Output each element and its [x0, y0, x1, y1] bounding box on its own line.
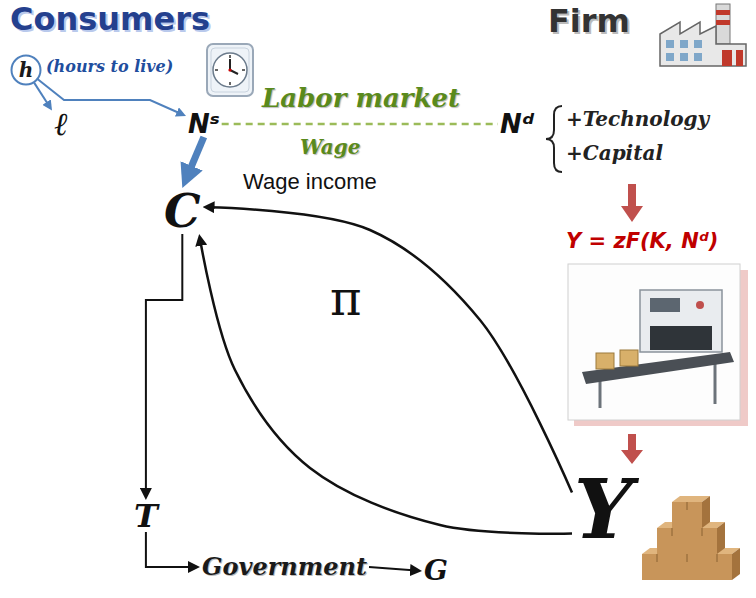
input-bracket — [546, 106, 562, 172]
sector-heading: Consumers — [10, 2, 210, 37]
labor-supply-symbol: Nˢ — [186, 111, 222, 137]
boxes-icon — [702, 554, 732, 580]
government-node: Government — [200, 555, 369, 579]
node-text: C — [164, 188, 201, 234]
node-text: Nᵈ — [500, 111, 534, 137]
factory-icon — [722, 50, 732, 66]
boxes-icon — [687, 528, 717, 554]
market-heading: Labor market — [262, 84, 460, 113]
boxes-icon — [672, 554, 702, 580]
node-text: ℓ — [54, 108, 67, 140]
factory-icon — [680, 40, 688, 48]
tax-arrow — [146, 532, 194, 567]
production-line-picture — [640, 290, 722, 352]
clock-icon — [213, 53, 247, 87]
input-arrow — [621, 184, 643, 222]
flow-label: Wage income — [243, 170, 377, 194]
clock-icon — [242, 69, 245, 71]
factory-icon — [736, 50, 743, 66]
production-line-picture — [582, 352, 734, 384]
output-arrow — [621, 434, 643, 464]
boxes-icon — [642, 496, 740, 580]
annotation: (hours to live) — [46, 58, 173, 76]
factory-icon — [716, 20, 730, 25]
boxes-icon — [717, 554, 718, 562]
production-line-picture — [599, 378, 602, 408]
input-label: +Capital — [566, 142, 663, 164]
node-text: G — [424, 557, 448, 585]
consumption-symbol: C — [162, 188, 203, 234]
input-bracket — [546, 106, 562, 172]
boxes-icon — [702, 496, 710, 528]
output-arrow — [621, 434, 643, 464]
clock-icon — [215, 69, 218, 71]
node-text: T — [134, 500, 158, 532]
production-line-picture — [696, 301, 704, 309]
input-label: +Technology — [566, 108, 709, 130]
circle-outline — [12, 56, 41, 85]
clock-icon — [228, 68, 231, 71]
sector-heading: Firm — [548, 4, 630, 39]
input-arrow — [621, 184, 643, 222]
production-line-picture — [568, 264, 740, 420]
income-arrow — [187, 137, 204, 177]
boxes-icon — [657, 554, 658, 562]
clock-icon — [229, 59, 231, 70]
tax-arrow — [146, 234, 182, 494]
boxes-icon — [687, 502, 688, 510]
factory-icon — [660, 4, 746, 66]
factory-icon — [716, 4, 730, 44]
factory-icon — [666, 53, 674, 61]
production-function: Y = zF(K, Nᵈ) — [566, 230, 718, 253]
clock-icon — [211, 48, 249, 92]
profit-symbol: π — [330, 272, 362, 325]
leisure-symbol: ℓ — [52, 108, 69, 140]
clock-icon — [229, 82, 231, 85]
factory-icon — [716, 10, 730, 15]
node-text: h — [19, 60, 34, 80]
boxes-icon — [672, 502, 702, 528]
production-line-picture — [596, 353, 614, 369]
labor-market-line — [222, 123, 498, 126]
clock-icon — [229, 55, 231, 58]
spending-arrow — [369, 567, 416, 571]
price-label: Wage — [300, 136, 360, 158]
node-text: Nˢ — [188, 111, 220, 137]
production-line-picture — [568, 264, 748, 426]
output-symbol: Y — [572, 468, 635, 550]
boxes-icon — [642, 554, 672, 580]
hours-circle: h — [10, 54, 42, 86]
boxes-icon — [672, 528, 673, 536]
factory-icon — [666, 40, 674, 48]
boxes-icon — [687, 554, 688, 562]
node-text: Y — [574, 468, 633, 550]
taxes-symbol: T — [132, 500, 160, 532]
boxes-icon — [732, 548, 740, 580]
factory-icon — [694, 53, 702, 61]
wage-income-arrow — [209, 207, 572, 492]
factory-icon — [680, 53, 688, 61]
profit-arrow — [200, 240, 572, 534]
labor-demand-symbol: Nᵈ — [498, 111, 536, 137]
factory-icon — [694, 40, 702, 48]
boxes-icon — [717, 522, 725, 554]
boxes-icon — [702, 528, 703, 536]
boxes-icon — [657, 528, 687, 554]
government-spending-symbol: G — [422, 557, 450, 585]
clock-icon — [207, 44, 253, 96]
node-text: Government — [202, 555, 367, 579]
production-line-picture — [650, 298, 680, 312]
production-line-picture — [650, 326, 712, 350]
factory-icon — [660, 22, 746, 66]
production-line-picture — [620, 350, 638, 366]
clock-icon — [207, 44, 253, 96]
